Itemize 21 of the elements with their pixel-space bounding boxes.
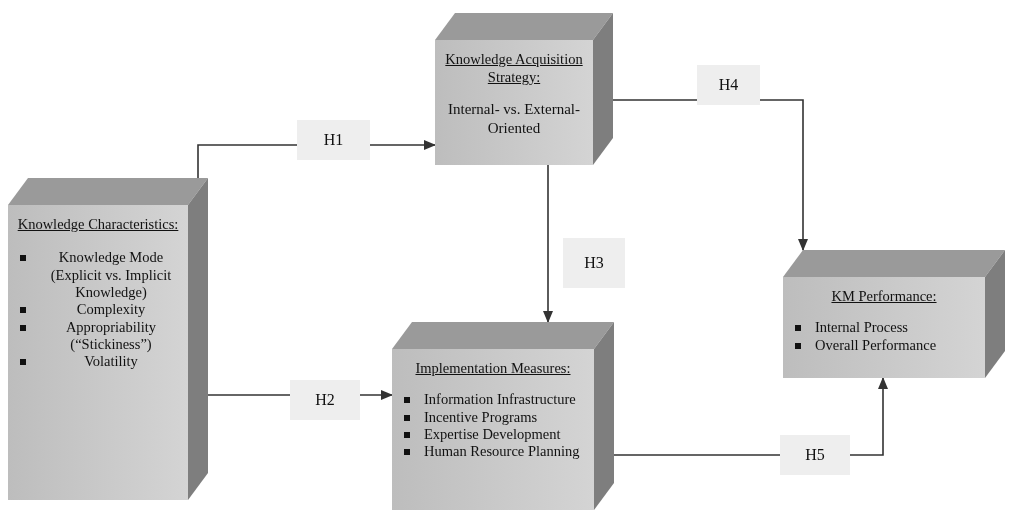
- list-item: Incentive Programs: [402, 408, 588, 426]
- list-item: Expertise Development: [402, 425, 588, 444]
- box-text: Internal- vs. External-Oriented: [447, 100, 581, 138]
- edge-label: H1: [297, 120, 370, 160]
- list-item: Information Infrastructure: [402, 391, 588, 409]
- edge-label: H5: [780, 435, 850, 475]
- list-item: Internal Process: [793, 319, 979, 337]
- list-item: Human Resource Planning: [402, 443, 588, 461]
- box-heading: KM Performance:: [831, 287, 937, 306]
- list-item: Volatility: [18, 353, 182, 371]
- edge-label: H2: [290, 380, 360, 420]
- box-heading: Implementation Measures:: [415, 359, 571, 378]
- list-item: Appropriability (“Stickiness”): [18, 318, 182, 354]
- box-heading: Knowledge Characteristics:: [17, 215, 179, 234]
- edge-label: H4: [697, 65, 760, 105]
- list-item: Overall Performance: [793, 336, 979, 354]
- arrow: [543, 164, 553, 323]
- list-item: Knowledge Mode (Explicit vs. Implicit Knowledge): [18, 249, 182, 302]
- box-heading: Knowledge Acquisition Strategy:: [444, 50, 584, 87]
- list-item: Complexity: [18, 301, 182, 319]
- edge-label: H3: [563, 238, 625, 288]
